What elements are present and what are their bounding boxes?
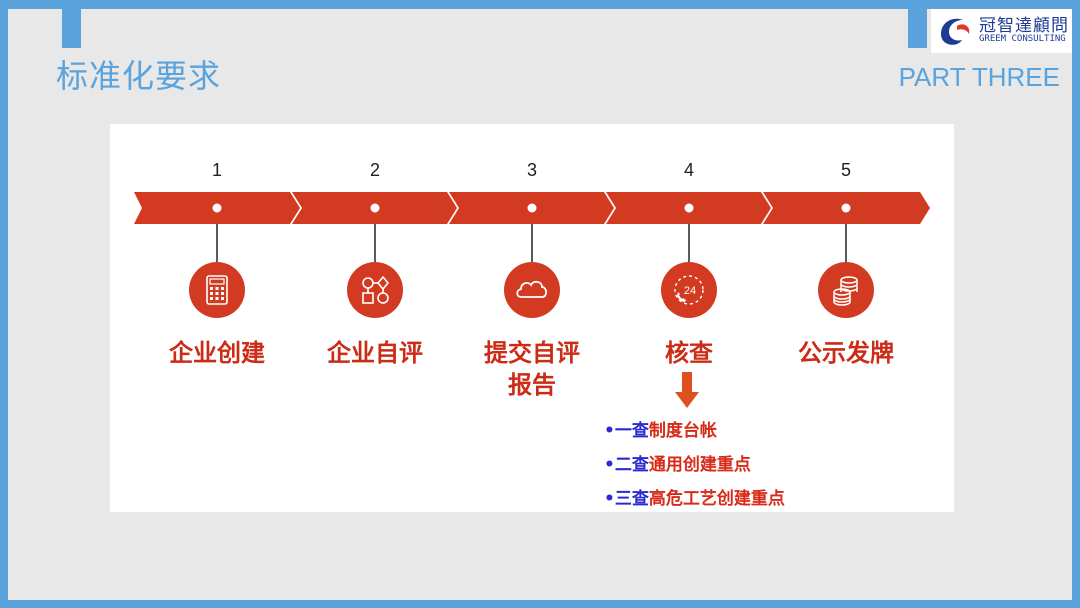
bullet: •: [604, 489, 615, 509]
logo-mark-icon: [941, 18, 970, 45]
check-text: 高危工艺创建重点: [648, 489, 785, 509]
step-number: 2: [369, 160, 380, 180]
step-label: 提交自评 报告: [484, 339, 580, 399]
step-label: 企业自评: [327, 339, 423, 367]
bullet: •: [604, 421, 615, 441]
step-number: 3: [526, 160, 537, 180]
step-icon-circle: [189, 262, 245, 318]
logo-name-en: GREEM CONSULTING: [979, 34, 1066, 44]
timeline-connectors: [216, 224, 847, 262]
coins-icon: [833, 276, 858, 306]
timeline-dot-5: [841, 203, 851, 213]
decor-tab-right: [908, 0, 927, 48]
check-text: 制度台帐: [648, 421, 717, 441]
step-label: 公示发牌: [798, 339, 894, 367]
step-icon-circle: [504, 262, 560, 318]
step-number: 1: [211, 160, 222, 180]
timeline-dot-1: [212, 203, 222, 213]
page-title: 标准化要求: [56, 57, 222, 95]
calculator-icon: [206, 275, 228, 305]
check-prefix: 二查: [614, 455, 649, 475]
company-logo: 冠智達顧問 GREEM CONSULTING: [931, 9, 1072, 53]
step-icon-circle: [818, 262, 874, 318]
list-item: •一查制度台帐: [604, 414, 785, 448]
svg-text:24: 24: [684, 285, 696, 297]
arrow-down-icon: [675, 372, 699, 408]
cloud-icon: [516, 280, 548, 298]
step-label: 企业创建: [169, 339, 265, 367]
24h-phone-icon: 24: [674, 275, 704, 305]
part-label: PART THREE: [898, 62, 1060, 92]
check-text: 通用创建重点: [648, 455, 751, 475]
step-icon-circle: 24: [661, 262, 717, 318]
check-prefix: 一查: [614, 421, 649, 441]
bullet: •: [604, 455, 615, 475]
timeline-dot-4: [684, 203, 694, 213]
timeline-arrows: [134, 192, 930, 262]
step-label: 核查: [665, 339, 713, 367]
process-panel: 1 企业创建 2: [110, 124, 954, 512]
check-prefix: 三查: [614, 489, 649, 509]
flowchart-icon: [362, 275, 390, 304]
timeline-dot-2: [370, 203, 380, 213]
decor-tab-left: [62, 0, 81, 48]
check-list: •一查制度台帐 •二查通用创建重点 •三查高危工艺创建重点: [604, 414, 785, 516]
timeline-dot-3: [527, 203, 537, 213]
list-item: •二查通用创建重点: [604, 448, 785, 482]
list-item: •三查高危工艺创建重点: [604, 482, 785, 516]
step-icon-circle: [347, 262, 403, 318]
step-number: 4: [683, 160, 694, 180]
step-number: 5: [840, 160, 851, 180]
timeline-dots: [212, 203, 851, 213]
logo-name-cn: 冠智達顧問: [979, 16, 1069, 36]
